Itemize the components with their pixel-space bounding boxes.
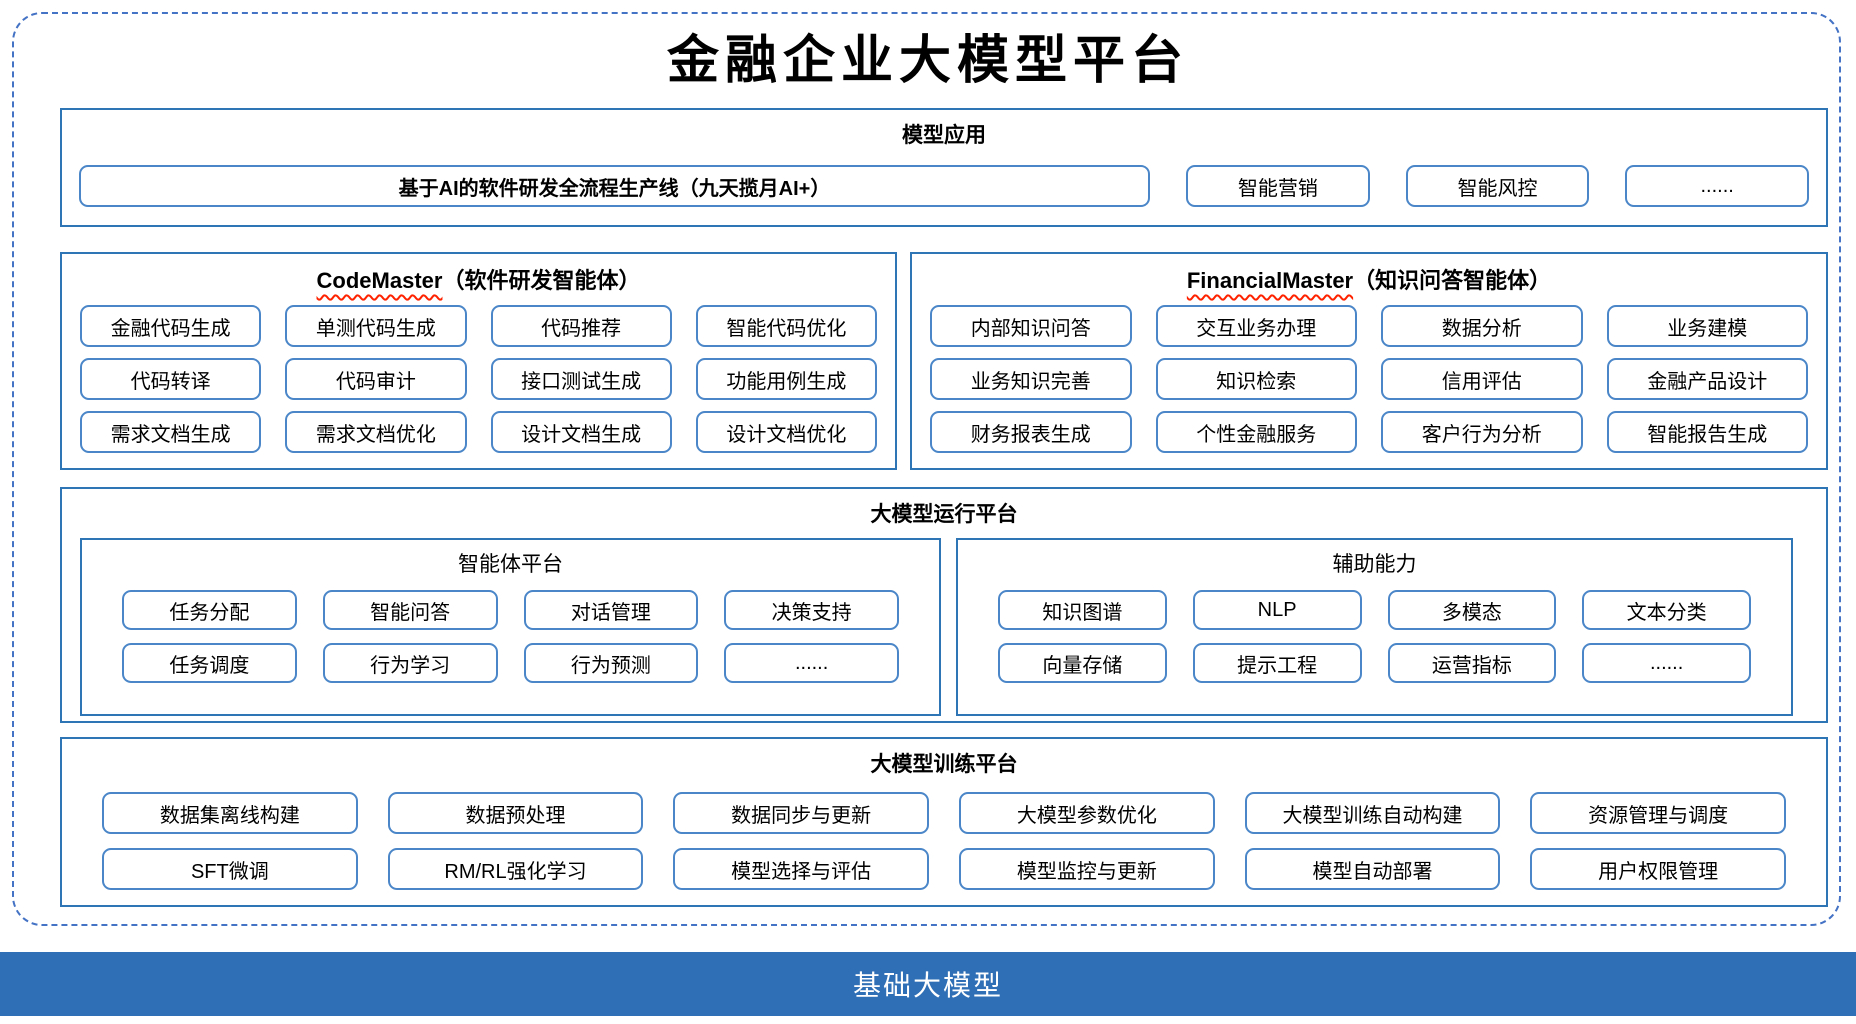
aux-ability-grid: 知识图谱 NLP 多模态 文本分类 向量存储 提示工程 运营指标 ...... [958, 578, 1791, 683]
section-model-apps: 模型应用 基于AI的软件研发全流程生产线（九天揽月AI+） 智能营销 智能风控 … [60, 108, 1828, 227]
capability-box: 模型自动部署 [1244, 848, 1501, 890]
training-grid: 数据集离线构建 数据预处理 数据同步与更新 大模型参数优化 大模型训练自动构建 … [62, 778, 1826, 890]
capability-box: 知识图谱 [998, 590, 1167, 630]
capability-box: 多模态 [1387, 590, 1557, 630]
capability-box: 文本分类 [1582, 590, 1751, 630]
app-box-marketing: 智能营销 [1186, 165, 1370, 207]
agent-platform-box: 智能体平台 任务分配 智能问答 对话管理 决策支持 任务调度 行为学习 行为预测… [80, 538, 941, 716]
capability-box: 信用评估 [1381, 358, 1583, 400]
app-box-risk: 智能风控 [1405, 165, 1590, 207]
capability-box: 业务知识完善 [930, 358, 1132, 400]
capability-box: 交互业务办理 [1155, 305, 1357, 347]
capability-box: 需求文档优化 [285, 411, 467, 453]
base-model-label: 基础大模型 [852, 970, 1003, 1001]
capability-box: 数据预处理 [387, 792, 644, 834]
financialmaster-grid: 内部知识问答 交互业务办理 数据分析 业务建模 业务知识完善 知识检索 信用评估… [912, 295, 1826, 453]
financialmaster-title: FinancialMaster（知识问答智能体） [912, 254, 1826, 295]
model-apps-row: 基于AI的软件研发全流程生产线（九天揽月AI+） 智能营销 智能风控 .....… [62, 165, 1826, 207]
capability-box: 任务调度 [122, 643, 297, 683]
capability-box: 智能代码优化 [695, 305, 877, 347]
capability-box: 模型监控与更新 [959, 848, 1215, 890]
capability-box: 需求文档生成 [80, 411, 262, 453]
capability-box: ...... [724, 643, 899, 683]
agent-platform-title: 智能体平台 [458, 553, 563, 576]
capability-box: 数据集离线构建 [102, 792, 358, 834]
capability-box: 用户权限管理 [1530, 848, 1786, 890]
capability-box: 行为学习 [322, 643, 498, 683]
capability-box: 财务报表生成 [930, 411, 1132, 453]
page-title: 金融企业大模型平台 [666, 30, 1189, 91]
capability-box: SFT微调 [102, 848, 358, 890]
codemaster-title-en: CodeMaster [316, 268, 443, 293]
aux-ability-box: 辅助能力 知识图谱 NLP 多模态 文本分类 向量存储 提示工程 运营指标 ..… [956, 538, 1793, 716]
financialmaster-title-en: FinancialMaster [1186, 268, 1354, 293]
capability-box: 数据分析 [1381, 305, 1583, 347]
app-pipeline-box: 基于AI的软件研发全流程生产线（九天揽月AI+） [79, 165, 1150, 207]
codemaster-title: CodeMaster（软件研发智能体） [62, 254, 895, 295]
app-box-ellipsis: ...... [1625, 165, 1810, 207]
capability-box: 金融产品设计 [1606, 358, 1808, 400]
capability-box: 任务分配 [122, 590, 297, 630]
capability-box: 智能问答 [322, 590, 498, 630]
capability-box: 向量存储 [998, 643, 1167, 683]
capability-box: 模型选择与评估 [673, 848, 929, 890]
capability-box: 设计文档生成 [490, 411, 672, 453]
capability-box: 决策支持 [724, 590, 899, 630]
capability-box: 金融代码生成 [80, 305, 262, 347]
financialmaster-title-zh: （知识问答智能体） [1353, 268, 1552, 293]
capability-box: 设计文档优化 [695, 411, 877, 453]
capability-box: 知识检索 [1155, 358, 1357, 400]
codemaster-title-zh: （软件研发智能体） [442, 268, 641, 293]
capability-box: 运营指标 [1387, 643, 1557, 683]
capability-box: 个性金融服务 [1155, 411, 1357, 453]
capability-box: 对话管理 [523, 590, 699, 630]
section-runtime-platform: 大模型运行平台 智能体平台 任务分配 智能问答 对话管理 决策支持 任务调度 行… [60, 487, 1828, 723]
section-training-platform: 大模型训练平台 数据集离线构建 数据预处理 数据同步与更新 大模型参数优化 大模… [60, 737, 1828, 907]
capability-box: 功能用例生成 [695, 358, 877, 400]
capability-box: 代码审计 [285, 358, 467, 400]
runtime-row: 智能体平台 任务分配 智能问答 对话管理 决策支持 任务调度 行为学习 行为预测… [80, 538, 1793, 716]
section-codemaster: CodeMaster（软件研发智能体） 金融代码生成 单测代码生成 代码推荐 智… [60, 252, 897, 470]
model-apps-title: 模型应用 [902, 124, 986, 147]
training-title: 大模型训练平台 [870, 753, 1018, 776]
agent-platform-grid: 任务分配 智能问答 对话管理 决策支持 任务调度 行为学习 行为预测 .....… [82, 578, 939, 683]
capability-box: 客户行为分析 [1381, 411, 1583, 453]
section-financialmaster: FinancialMaster（知识问答智能体） 内部知识问答 交互业务办理 数… [910, 252, 1828, 470]
capability-box: 代码推荐 [490, 305, 672, 347]
capability-box: ...... [1582, 643, 1751, 683]
capability-box: 数据同步与更新 [673, 792, 929, 834]
capability-box: 业务建模 [1606, 305, 1808, 347]
diagram-outer-frame [12, 12, 1841, 926]
aux-ability-title: 辅助能力 [1332, 553, 1417, 576]
capability-box: RM/RL强化学习 [387, 848, 644, 890]
capability-box: 行为预测 [523, 643, 699, 683]
base-model-bar: 基础大模型 [0, 952, 1856, 1016]
capability-box: 资源管理与调度 [1530, 792, 1786, 834]
runtime-title: 大模型运行平台 [870, 503, 1018, 526]
capability-box: 大模型参数优化 [959, 792, 1215, 834]
capability-box: 代码转译 [80, 358, 262, 400]
capability-box: 智能报告生成 [1606, 411, 1808, 453]
capability-box: NLP [1192, 590, 1362, 630]
codemaster-grid: 金融代码生成 单测代码生成 代码推荐 智能代码优化 代码转译 代码审计 接口测试… [62, 295, 895, 453]
agents-row: CodeMaster（软件研发智能体） 金融代码生成 单测代码生成 代码推荐 智… [60, 252, 1828, 470]
capability-box: 单测代码生成 [285, 305, 467, 347]
capability-box: 大模型训练自动构建 [1244, 792, 1501, 834]
capability-box: 接口测试生成 [490, 358, 672, 400]
capability-box: 内部知识问答 [930, 305, 1132, 347]
capability-box: 提示工程 [1192, 643, 1362, 683]
